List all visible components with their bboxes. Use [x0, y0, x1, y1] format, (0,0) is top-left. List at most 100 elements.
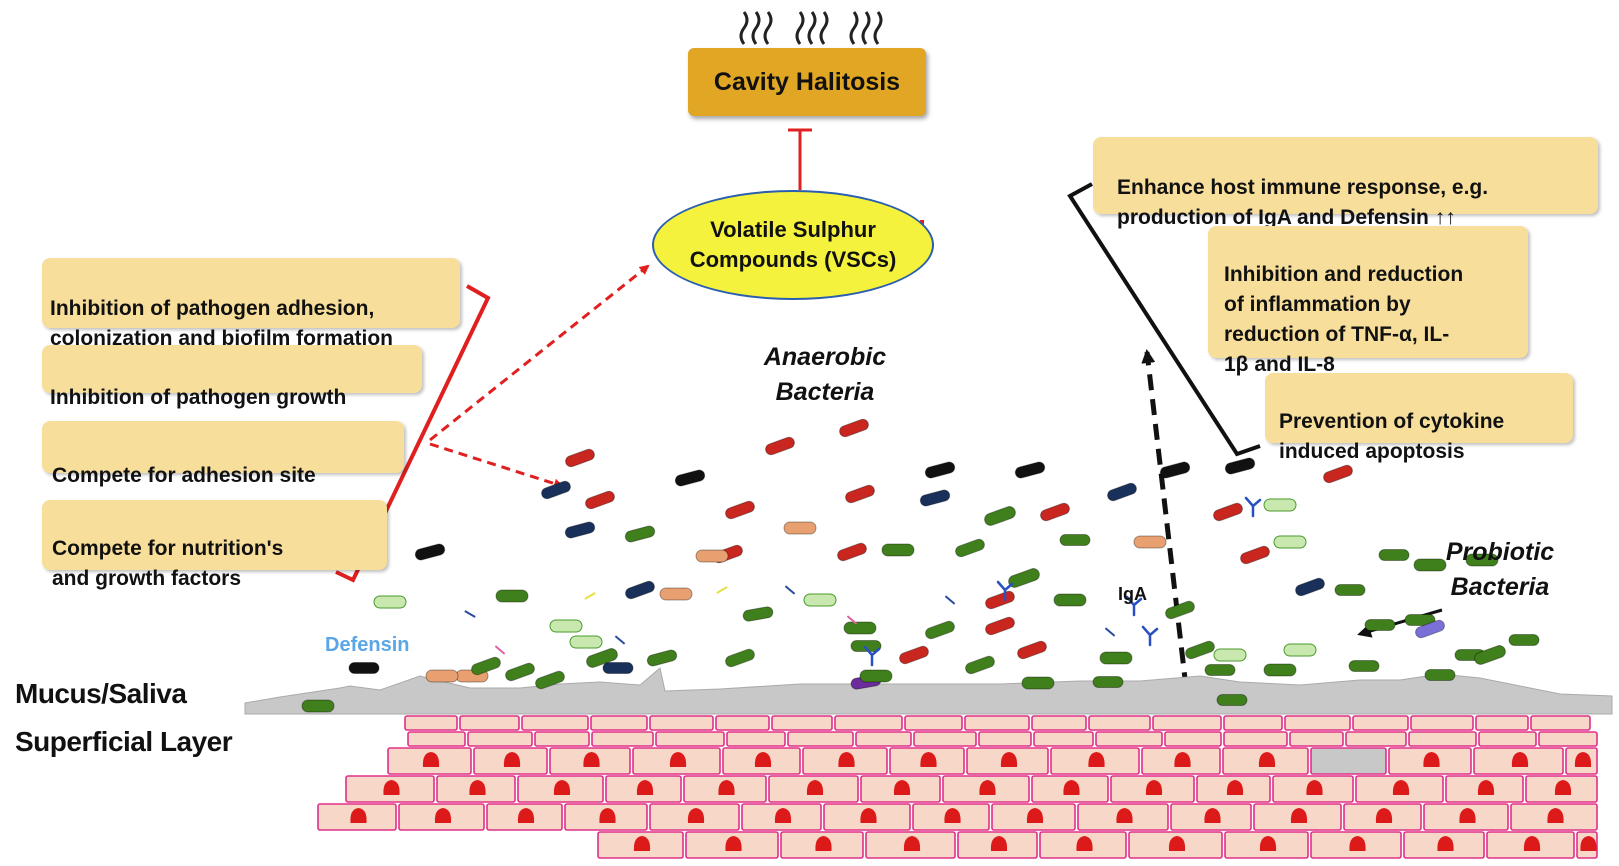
cell-nucleus	[636, 780, 654, 795]
cell-nucleus	[718, 780, 735, 795]
epithelial-cell	[855, 731, 912, 747]
dashed-arrow-to-bacteria	[429, 442, 564, 489]
cell-nucleus	[503, 752, 521, 767]
epithelial-cell	[1088, 715, 1151, 731]
epithelial-cell	[1478, 731, 1537, 747]
bacterium-rod	[1273, 535, 1307, 549]
epithelial-cell-layer	[317, 715, 1598, 859]
epithelial-cell	[467, 731, 533, 747]
cell-nucleus	[1088, 752, 1105, 767]
cell-nucleus	[669, 752, 687, 767]
bacterium-rod	[1263, 663, 1297, 677]
cell-nucleus	[1290, 808, 1308, 823]
cell-nucleus	[687, 808, 705, 823]
epithelial-cell	[591, 731, 654, 747]
cell-nucleus	[920, 752, 937, 767]
cell-nucleus	[517, 808, 535, 823]
cell-nucleus	[1145, 780, 1163, 795]
cell-nucleus	[350, 808, 367, 823]
right-bracket	[1067, 182, 1261, 457]
cell-nucleus	[1477, 780, 1495, 795]
epithelial-cell	[655, 731, 725, 747]
cell-nucleus	[725, 836, 742, 851]
bacterium-rod	[1185, 640, 1215, 660]
bacterium-rod	[1240, 545, 1270, 565]
epithelial-cell	[1530, 715, 1591, 731]
defensin-peptide-icon	[494, 645, 506, 655]
epithelial-cell	[904, 715, 963, 731]
cell-nucleus	[1204, 808, 1221, 823]
cell-nucleus	[893, 780, 911, 795]
defensin-peptide-icon	[944, 595, 956, 605]
dashed-arrow-to-vsc	[429, 264, 650, 442]
bacterium-rod	[919, 489, 951, 507]
bacterium-rod	[301, 699, 335, 713]
bacterium-rod	[1323, 464, 1353, 484]
cell-nucleus	[422, 752, 440, 767]
odor-wave-icons	[739, 11, 883, 45]
bacterium-rod	[1021, 676, 1055, 690]
bacterium-rod	[1099, 651, 1133, 665]
bacterium-rod	[1014, 461, 1046, 479]
dashed-arrow-up	[1141, 349, 1192, 714]
cavity-halitosis-box: Cavity Halitosis	[688, 48, 926, 116]
defensin-peptide-icon	[584, 592, 596, 600]
iga-label: IgA	[1118, 584, 1147, 604]
bacterium-rod	[1474, 645, 1506, 665]
defensin-peptide-icon	[716, 586, 728, 594]
bacterium-rod	[1213, 502, 1243, 522]
vscs-label: Volatile Sulphur Compounds (VSCs)	[689, 217, 897, 272]
bacterium-rod	[924, 461, 956, 479]
box-inhibition-growth: Inhibition of pathogen growth	[42, 345, 422, 409]
cell-nucleus	[583, 752, 600, 767]
cell-nucleus	[1168, 836, 1186, 851]
bacterium-rod	[1040, 502, 1070, 522]
epithelial-cell	[1538, 731, 1598, 747]
bacterium-rod	[586, 648, 618, 668]
anaerobic-bacteria-label: Anaerobic Bacteria	[763, 343, 887, 406]
epithelial-cell	[1310, 747, 1387, 775]
epithelial-cell	[1345, 731, 1407, 747]
cell-nucleus	[1375, 808, 1393, 823]
epithelial-cell	[1095, 731, 1163, 747]
cell-nucleus	[1076, 836, 1093, 851]
bacterium-rod	[535, 670, 565, 690]
bacterium-rod	[564, 521, 596, 539]
cell-nucleus	[754, 752, 772, 767]
cell-nucleus	[1547, 808, 1564, 823]
cell-nucleus	[1574, 752, 1592, 767]
cell-nucleus	[434, 808, 452, 823]
bacterium-rod	[549, 619, 583, 633]
cell-nucleus	[1258, 752, 1276, 767]
bacterium-rod	[850, 640, 882, 652]
bacterium-rod	[1334, 584, 1366, 596]
epithelial-cell	[913, 731, 977, 747]
bacterium-rod	[348, 662, 380, 674]
box-inhibition-growth-text: Inhibition of pathogen growth	[50, 386, 347, 409]
bacterium-rod	[1216, 694, 1248, 706]
bacterium-rod	[625, 580, 655, 600]
defensin-peptide-icons	[464, 585, 1116, 655]
bacterium-rod	[569, 635, 603, 649]
cell-nucleus	[1116, 808, 1133, 823]
box-compete-nutrition: Compete for nutrition's and growth facto…	[42, 500, 387, 590]
box-compete-adhesion: Compete for adhesion site	[42, 421, 404, 487]
cell-nucleus	[860, 808, 877, 823]
bacterium-rod	[1224, 457, 1256, 475]
bacterium-rod	[541, 480, 571, 500]
bacterium-rod	[925, 620, 955, 640]
bacterium-rod	[1295, 577, 1325, 597]
cell-nucleus	[979, 780, 996, 795]
epithelial-cell	[787, 731, 854, 747]
epithelial-cell	[726, 731, 786, 747]
bacterium-rod	[1133, 535, 1167, 549]
box-inflammation-text: Inhibition and reduction of inflammation…	[1224, 263, 1464, 376]
epithelial-cell	[534, 731, 590, 747]
epithelial-cell	[1289, 731, 1344, 747]
cell-nucleus	[1437, 836, 1454, 851]
bacterium-rod	[1424, 669, 1456, 681]
box-inflammation: Inhibition and reduction of inflammation…	[1208, 226, 1528, 376]
epithelial-cell	[404, 715, 458, 731]
bacterium-rod	[765, 436, 795, 456]
bacterium-rod	[505, 662, 535, 682]
